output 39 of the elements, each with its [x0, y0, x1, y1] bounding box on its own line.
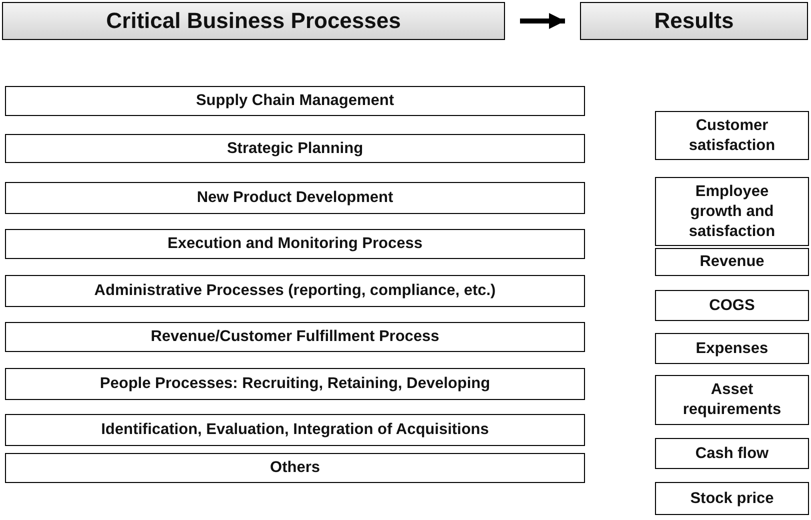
box-label: Administrative Processes (reporting, compliance, etc.) [94, 281, 496, 301]
process-box [655, 375, 809, 425]
process-box [655, 482, 809, 515]
box-label: Strategic Planning [226, 138, 364, 158]
box-label: People Processes: Recruiting, Retaining, Developing [100, 374, 490, 394]
process-box [5, 86, 585, 116]
process-box [5, 453, 585, 483]
process-box [655, 111, 809, 160]
process-box [655, 177, 809, 246]
box-label: Cash flow [695, 444, 769, 464]
process-box [5, 414, 585, 446]
box-label: Customer satisfaction [688, 116, 776, 156]
process-box [5, 322, 585, 352]
process-box [5, 229, 585, 259]
box-label: Results [654, 8, 734, 34]
process-box [655, 248, 809, 276]
process-box [5, 182, 585, 214]
process-box [5, 275, 585, 307]
process-box [5, 368, 585, 400]
process-box [655, 333, 809, 364]
box-label: Critical Business Processes [106, 8, 401, 34]
arrow [520, 13, 565, 29]
box-label: Stock price [690, 488, 774, 508]
box-label: Employee growth and satisfaction [688, 182, 776, 242]
box-label: Expenses [696, 338, 768, 358]
box-label: Revenue/Customer Fulfillment Process [150, 327, 440, 347]
process-box [655, 438, 809, 469]
header-box [580, 2, 808, 40]
box-label: Others [270, 458, 320, 478]
box-label: COGS [709, 296, 755, 316]
header-box [2, 2, 505, 40]
process-box [5, 134, 585, 163]
box-label: Asset requirements [682, 380, 782, 420]
box-label: Execution and Monitoring Process [168, 234, 422, 254]
box-label: Supply Chain Management [196, 91, 394, 111]
process-box [655, 290, 809, 321]
box-label: New Product Development [196, 188, 394, 208]
box-label: Revenue [700, 252, 764, 272]
box-label: Identification, Evaluation, Integration of Acquisitions [101, 420, 489, 440]
